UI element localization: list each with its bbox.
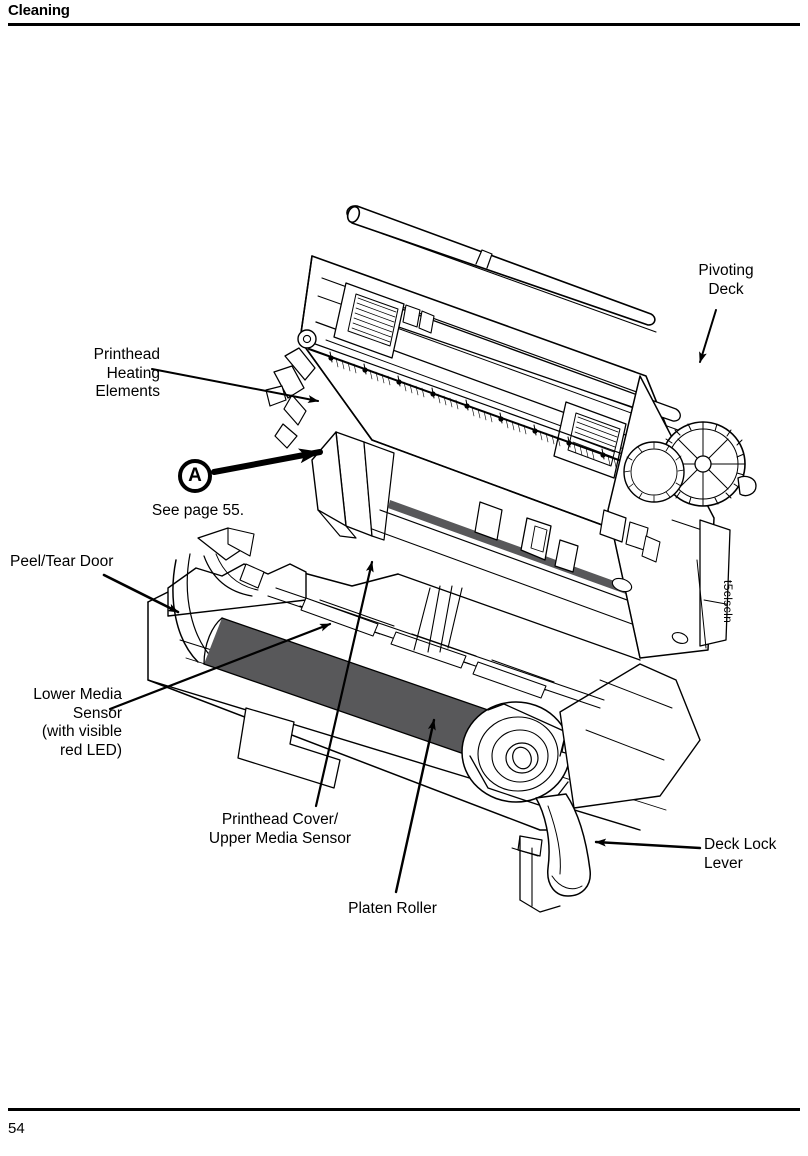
callout-pivoting-deck: Pivoting Deck bbox=[698, 262, 754, 298]
footer-divider bbox=[8, 1108, 800, 1111]
leader-lower-media-sensor bbox=[108, 622, 332, 711]
leader-printhead-cover bbox=[314, 560, 374, 808]
marker-a-letter: A bbox=[188, 465, 202, 486]
printer-exploded-figure: Printhead Heating Elements Pivoting Deck… bbox=[0, 40, 808, 1100]
figure-identifier: t5clscln bbox=[721, 580, 735, 624]
page-number: 54 bbox=[8, 1120, 25, 1137]
callout-printhead-heating-elements: Printhead Heating Elements bbox=[93, 346, 160, 400]
marker-a-caption: See page 55. bbox=[151, 502, 245, 519]
marker-a-ring bbox=[178, 459, 212, 493]
page-title: Cleaning bbox=[8, 2, 70, 19]
callout-platen-roller: Platen Roller bbox=[348, 900, 437, 917]
callout-deck-lock-lever: Deck Lock Lever bbox=[704, 836, 777, 872]
reference-marker-a: A bbox=[178, 459, 212, 493]
header-divider bbox=[8, 23, 800, 26]
leader-platen-roller bbox=[394, 718, 436, 894]
leader-printhead-heating-elements bbox=[151, 368, 319, 404]
printer-line-art bbox=[102, 205, 808, 913]
leader-deck-lock-lever bbox=[594, 838, 702, 850]
callout-peel-tear-door: Peel/Tear Door bbox=[10, 553, 114, 570]
leader-peel-tear-door bbox=[102, 573, 180, 614]
leader-marker-a bbox=[211, 448, 323, 475]
callout-printhead-cover-upper-media-sensor: Printhead Cover/ Upper Media Sensor bbox=[208, 811, 352, 847]
callout-lower-media-sensor: Lower Media Sensor (with visible red LED… bbox=[33, 686, 122, 759]
leader-pivoting-deck bbox=[699, 309, 717, 363]
